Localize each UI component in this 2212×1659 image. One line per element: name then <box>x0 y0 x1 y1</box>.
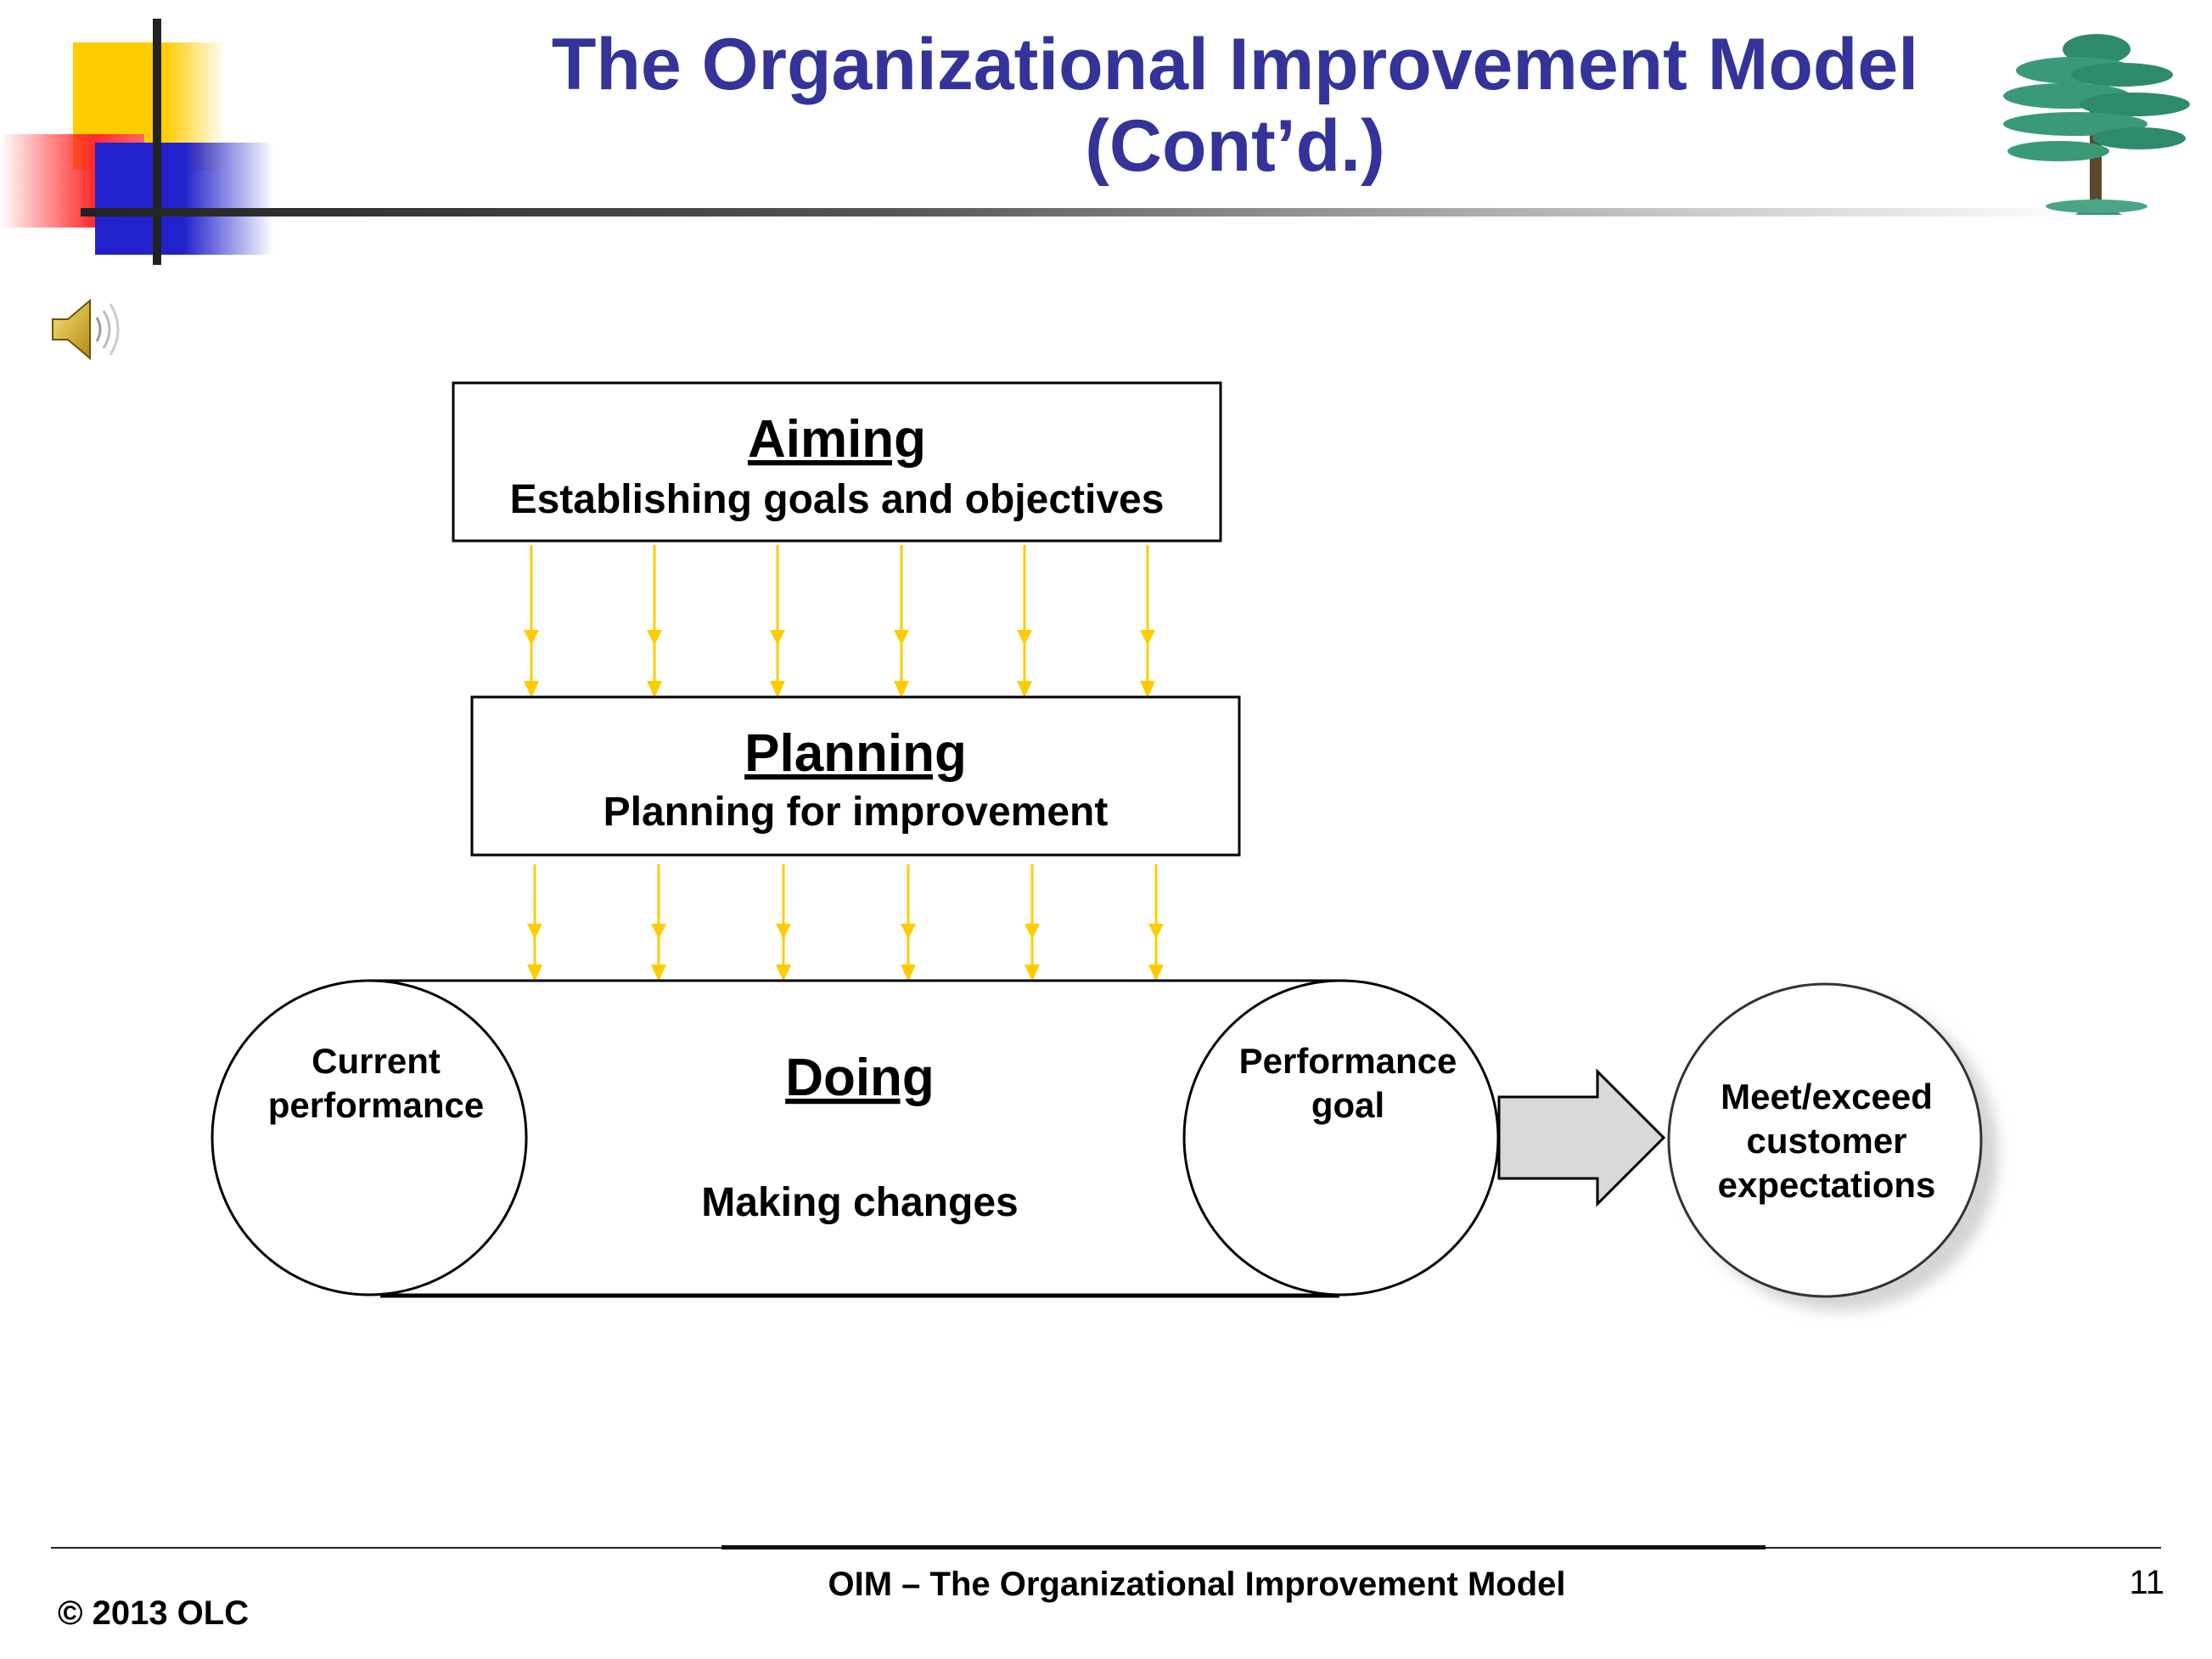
header-vertical-rule <box>153 19 161 265</box>
current-performance-line2: performance <box>268 1085 484 1125</box>
outcome-line1: Meet/exceed <box>1721 1077 1933 1116</box>
performance-goal-line1: Performance <box>1239 1041 1457 1081</box>
speaker-icon[interactable] <box>48 294 124 365</box>
current-performance-circle <box>211 979 528 1296</box>
current-performance-line1: Current <box>312 1041 441 1081</box>
doing-subtitle: Making changes <box>701 1180 1018 1225</box>
block-arrow-icon <box>1497 1068 1666 1207</box>
doing-heading: Doing <box>785 1049 935 1107</box>
performance-goal-circle <box>1182 979 1500 1296</box>
planning-to-doing-arrows <box>527 864 1164 981</box>
aiming-box: Aiming Establishing goals and objectives <box>452 381 1222 543</box>
slide-title-line1: The Organizational Improvement Model <box>551 24 1919 105</box>
tree-logo-icon <box>2003 34 2190 215</box>
outcome-circle: Meet/exceed customer expectations <box>1667 982 1998 1311</box>
footer-divider-accent <box>721 1545 1766 1549</box>
slide-title-line2: (Cont’d.) <box>1085 105 1385 187</box>
doing-conveyor: Doing Making changes Current performance… <box>211 979 1500 1298</box>
performance-goal-line2: goal <box>1311 1085 1384 1125</box>
footer-title: OIM – The Organizational Improvement Mod… <box>828 1566 1566 1603</box>
aiming-heading: Aiming <box>748 410 926 469</box>
outcome-line3: expectations <box>1718 1165 1936 1205</box>
aiming-subtitle: Establishing goals and objectives <box>510 477 1165 522</box>
aiming-to-planning-arrows <box>524 545 1155 698</box>
header-horizontal-rule <box>81 208 2084 217</box>
planning-heading: Planning <box>744 724 967 783</box>
planning-box: Planning Planning for improvement <box>470 695 1241 857</box>
outcome-line2: customer <box>1746 1121 1906 1161</box>
footer-copyright: © 2013 OLC <box>58 1594 250 1632</box>
page-number: 11 <box>2129 1564 2164 1601</box>
slide-title: The Organizational Improvement Model (Co… <box>509 24 1961 187</box>
header-blue-square <box>95 143 273 255</box>
planning-subtitle: Planning for improvement <box>604 790 1109 835</box>
